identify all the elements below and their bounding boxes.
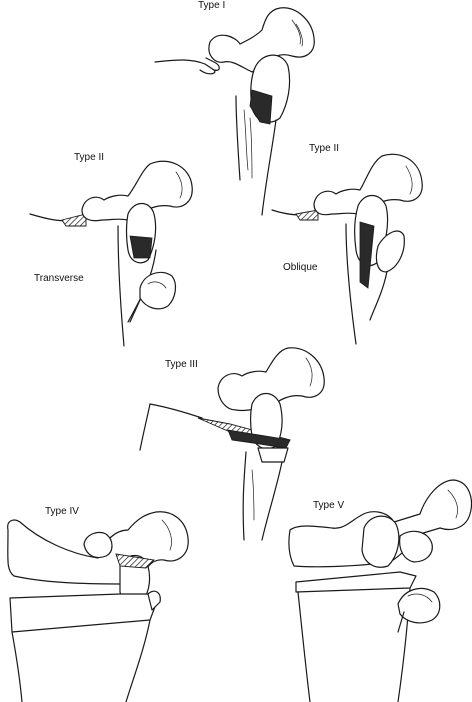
label-type2-oblique: Type II bbox=[309, 143, 340, 154]
type5-illustration bbox=[288, 479, 472, 702]
type2-oblique-illustration bbox=[271, 153, 423, 345]
label-type1: Type I bbox=[198, 0, 226, 11]
label-type4: Type IV bbox=[45, 506, 79, 517]
label-type3: Type III bbox=[165, 359, 198, 370]
label-oblique: Oblique bbox=[283, 262, 318, 273]
label-type2-transverse: Type II bbox=[74, 152, 105, 163]
type3-illustration bbox=[139, 347, 325, 541]
type4-illustration bbox=[7, 511, 189, 702]
label-transverse: Transverse bbox=[34, 273, 84, 284]
type1-illustration bbox=[154, 7, 315, 216]
label-type5: Type V bbox=[313, 500, 345, 511]
type2-transverse-illustration bbox=[29, 160, 193, 347]
